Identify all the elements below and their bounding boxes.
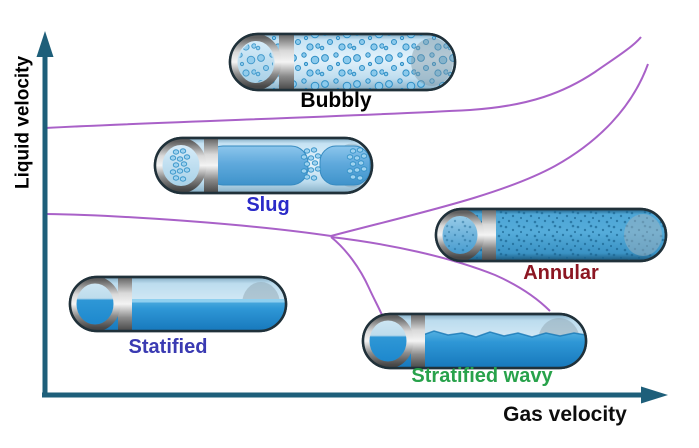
pipe-bubbly	[228, 32, 457, 92]
pipe-slug	[153, 136, 374, 195]
boundary-slug-wavy	[330, 236, 383, 316]
pipe-stratified-wavy	[361, 312, 588, 370]
x-axis-arrow-icon	[641, 386, 668, 404]
regime-boundaries	[44, 36, 649, 316]
boundary-annular-wavy	[330, 236, 551, 312]
pipe-stratified	[68, 275, 288, 333]
y-axis-arrow-icon	[36, 31, 54, 57]
boundary-slug-left	[44, 213, 332, 237]
y-axis-label: Liquid velocity	[12, 55, 34, 189]
pipe-annular	[434, 207, 668, 263]
axes	[36, 31, 668, 404]
boundary-bubbly	[44, 36, 642, 129]
x-axis-label: Gas velocity	[503, 403, 627, 426]
regime-label-slug: Slug	[246, 194, 290, 216]
regime-label-stratified-wavy: Stratified wavy	[411, 365, 553, 387]
regime-label-annular: Annular	[523, 262, 599, 284]
regime-label-stratified: Statified	[128, 336, 208, 358]
boundary-slug-annular	[330, 63, 649, 237]
regime-label-bubbly: Bubbly	[300, 89, 372, 112]
